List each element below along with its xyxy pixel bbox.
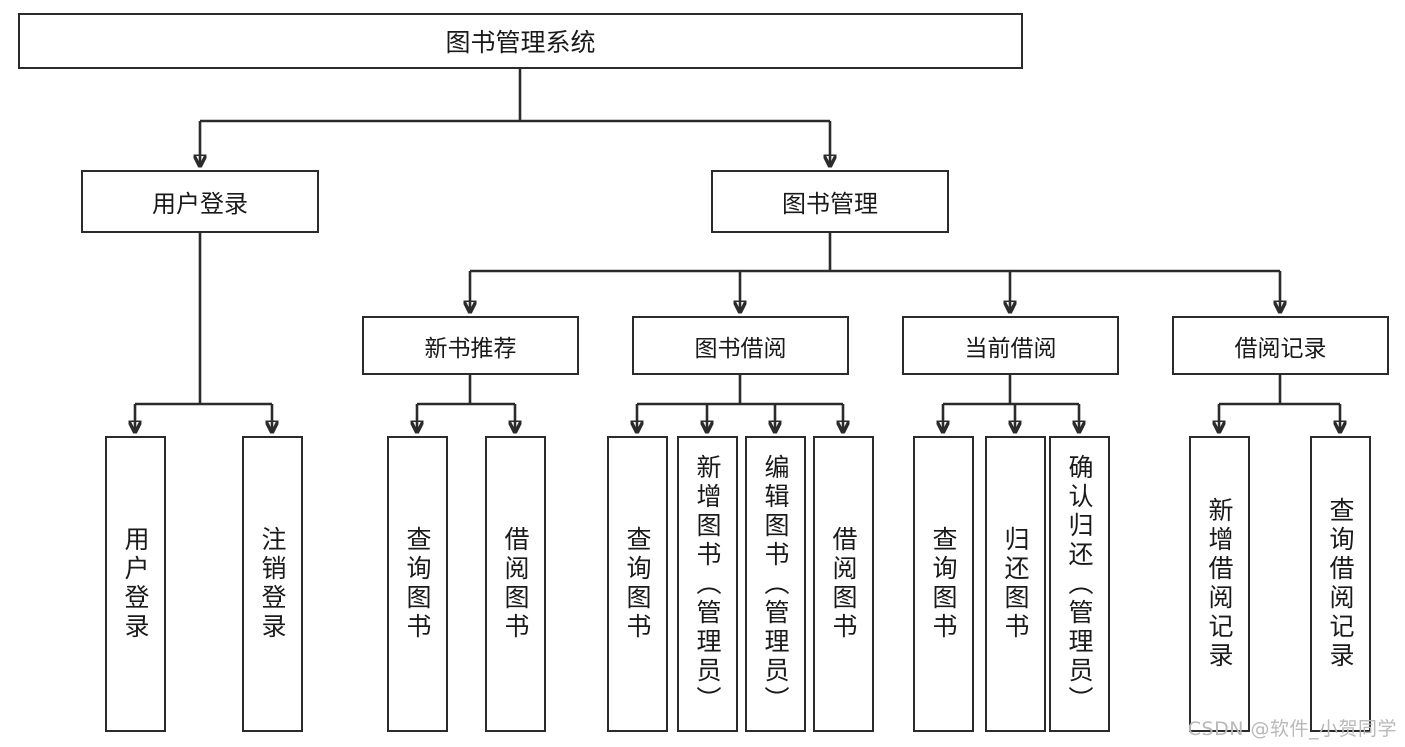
node-leaf-edit-book-label: 编辑图书（管理员）	[761, 453, 790, 715]
node-root[interactable]: 图书管理系统	[18, 13, 1023, 69]
node-borrow-record[interactable]: 借阅记录	[1172, 316, 1389, 375]
node-borrow-record-label: 借阅记录	[1234, 335, 1327, 362]
node-leaf-query-book-2[interactable]: 查询图书	[607, 436, 668, 732]
node-leaf-query-record-label: 查询借阅记录	[1326, 497, 1355, 671]
node-leaf-query-record[interactable]: 查询借阅记录	[1310, 436, 1371, 732]
node-user-login-label: 用户登录	[152, 190, 248, 218]
node-leaf-return-book-label: 归还图书	[1001, 526, 1030, 642]
node-book-management-label: 图书管理	[782, 190, 878, 218]
node-leaf-query-book-3-label: 查询图书	[929, 526, 958, 642]
node-leaf-query-book-2-label: 查询图书	[623, 526, 652, 642]
node-leaf-query-book-1-label: 查询图书	[403, 526, 432, 642]
node-leaf-borrow-book-1[interactable]: 借阅图书	[485, 436, 546, 732]
node-leaf-add-book-label: 新增图书（管理员）	[693, 453, 722, 715]
node-user-login[interactable]: 用户登录	[81, 170, 319, 233]
node-leaf-logout[interactable]: 注销登录	[242, 436, 303, 732]
node-book-borrow[interactable]: 图书借阅	[632, 316, 849, 375]
node-current-borrow[interactable]: 当前借阅	[902, 316, 1119, 375]
node-leaf-user-login-label: 用户登录	[121, 526, 150, 642]
node-leaf-query-book-3[interactable]: 查询图书	[913, 436, 974, 732]
node-leaf-confirm-return-label: 确认归还（管理员）	[1065, 453, 1094, 715]
node-leaf-return-book[interactable]: 归还图书	[985, 436, 1046, 732]
node-current-borrow-label: 当前借阅	[964, 335, 1057, 362]
node-leaf-logout-label: 注销登录	[258, 526, 287, 642]
node-leaf-confirm-return[interactable]: 确认归还（管理员）	[1049, 436, 1110, 732]
node-new-book-recommend[interactable]: 新书推荐	[362, 316, 579, 375]
node-leaf-add-record[interactable]: 新增借阅记录	[1189, 436, 1250, 732]
node-leaf-borrow-book-2-label: 借阅图书	[829, 526, 858, 642]
node-leaf-add-book[interactable]: 新增图书（管理员）	[677, 436, 738, 732]
node-book-management[interactable]: 图书管理	[711, 170, 949, 233]
node-leaf-edit-book[interactable]: 编辑图书（管理员）	[745, 436, 806, 732]
node-leaf-borrow-book-2[interactable]: 借阅图书	[813, 436, 874, 732]
node-book-borrow-label: 图书借阅	[694, 335, 787, 362]
node-leaf-user-login[interactable]: 用户登录	[105, 436, 166, 732]
node-leaf-query-book-1[interactable]: 查询图书	[387, 436, 448, 732]
watermark: CSDN @软件_小贺同学	[1187, 718, 1397, 740]
node-leaf-add-record-label: 新增借阅记录	[1205, 497, 1234, 671]
node-root-label: 图书管理系统	[445, 28, 596, 57]
node-leaf-borrow-book-1-label: 借阅图书	[501, 526, 530, 642]
node-new-book-recommend-label: 新书推荐	[424, 335, 517, 362]
